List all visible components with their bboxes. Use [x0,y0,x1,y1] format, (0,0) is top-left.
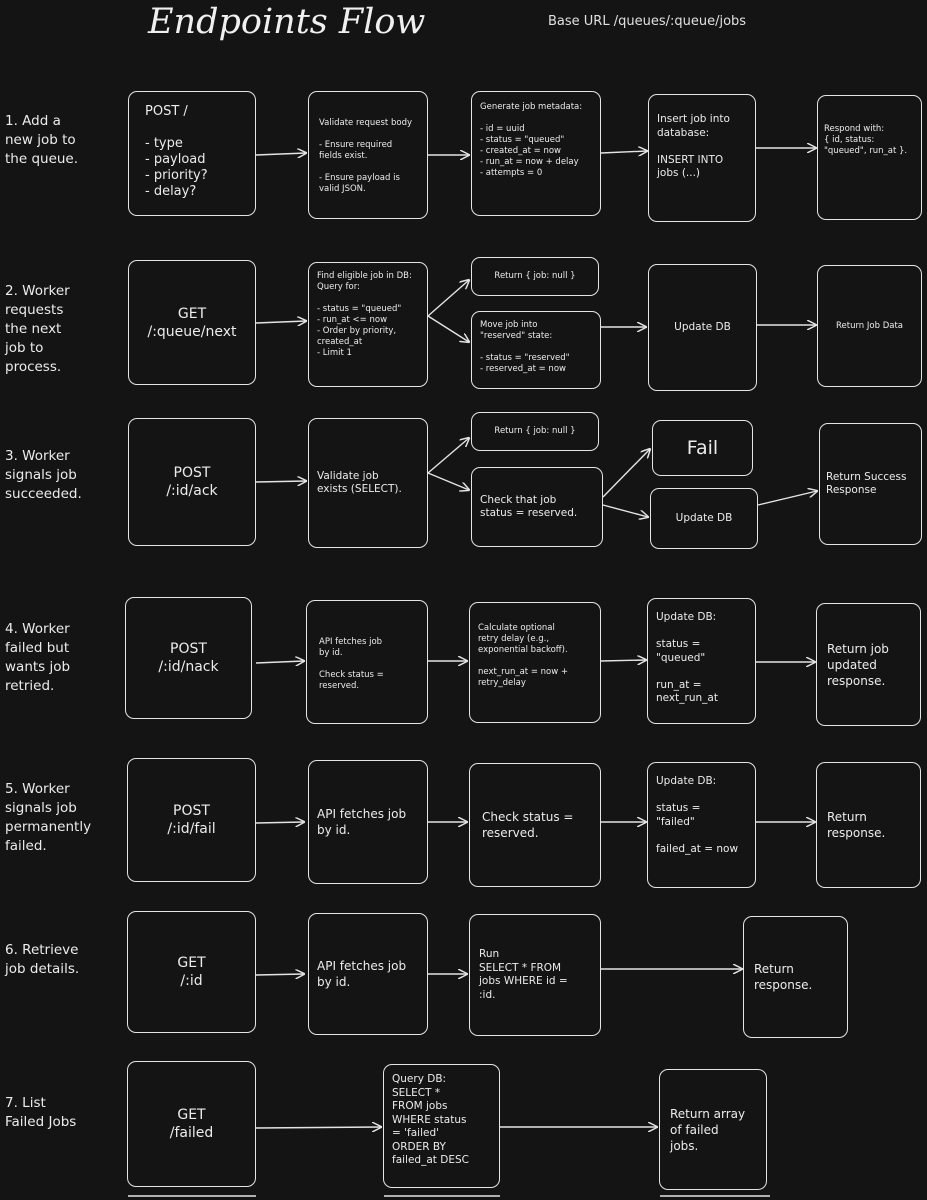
row-6-label: 6. Retrieve job details. [5,942,80,977]
row-1-insert-box: Insert job into database: INSERT INTO jo… [648,94,756,222]
row-4-update-box: Update DB: status = "queued" run_at = ne… [647,598,756,724]
row-2-endpoint-box: GET /:queue/next [128,260,256,385]
row-2-label: 2. Worker requests the next job to proce… [5,283,70,375]
row-3-endpoint-box: POST /:id/ack [128,418,256,546]
arrow [600,151,647,153]
arrow [602,504,648,517]
row-4-fetch-box: API fetches job by id. Check status = re… [306,600,428,724]
arrow [427,438,469,474]
row-4-retry-box: Calculate optional retry delay (e.g., ex… [469,602,601,723]
row-5-label: 5. Worker signals job permanently failed… [5,781,92,854]
row-2-reserve-box: Move job into "reserved" state: - status… [471,311,601,389]
arrow [427,315,469,342]
row-3-validate-box: Validate job exists (SELECT). [308,418,428,548]
row-5-fetch-box: API fetches job by id. [308,760,428,884]
arrow [255,481,306,482]
arrow [427,280,469,317]
row-2-find-box: Find eligible job in DB: Query for: - st… [308,262,428,387]
row-7-label: 7. List Failed Jobs [5,1095,77,1130]
row-1-endpoint-box: POST / - type - payload - priority? - de… [128,91,256,216]
row-3-fail-box: Fail [652,420,753,476]
row-7-endpoint-box: GET /failed [127,1061,256,1187]
row-4-label: 4. Worker failed but wants job retried. [5,621,71,694]
row-5-endpoint-box: POST /:id/fail [127,758,256,882]
row-6-endpoint-box: GET /:id [127,911,256,1033]
arrow [600,660,646,661]
arrow [757,491,817,506]
page-title: Endpoints Flow [148,2,426,42]
row-4-endpoint-box: POST /:id/nack [125,597,252,719]
arrow [255,321,306,323]
row-1-metadata-box: Generate job metadata: - id = uuid - sta… [471,91,601,216]
arrow [255,822,304,823]
row-7-query-box: Query DB: SELECT * FROM jobs WHERE statu… [383,1064,500,1188]
row-5-return-box: Return response. [816,762,921,888]
row-3-label: 3. Worker signals job succeeded. [5,448,82,502]
row-1-validate-box: Validate request body - Ensure required … [308,91,428,219]
row-3-update-box: Update DB [650,488,758,549]
arrow [602,449,650,498]
row-6-return-box: Return response. [743,916,848,1038]
row-5-update-box: Update DB: status = "failed" failed_at =… [647,762,756,888]
arrow [255,974,304,975]
row-1-label: 1. Add a new job to the queue. [5,113,79,167]
arrow [255,1127,381,1128]
row-3-return-box: Return Success Response [819,423,922,545]
arrow [255,661,304,663]
arrow [427,472,469,490]
row-7-return-box: Return array of failed jobs. [659,1069,767,1190]
row-3-check-box: Check that job status = reserved. [471,467,603,547]
row-6-select-box: Run SELECT * FROM jobs WHERE id = :id. [469,914,601,1036]
row-2-return-null-box: Return { job: null } [471,257,599,296]
row-1-respond-box: Respond with: { id, status: "queued", ru… [817,95,922,220]
row-2-update-box: Update DB [648,264,757,391]
arrow [255,153,306,155]
row-3-return-null-box: Return { job: null } [471,412,599,451]
row-4-return-box: Return job updated response. [816,603,921,726]
base-url: Base URL /queues/:queue/jobs [548,14,747,29]
row-5-check-box: Check status = reserved. [469,763,601,887]
row-6-fetch-box: API fetches job by id. [308,913,428,1035]
row-2-return-box: Return Job Data [817,265,922,387]
